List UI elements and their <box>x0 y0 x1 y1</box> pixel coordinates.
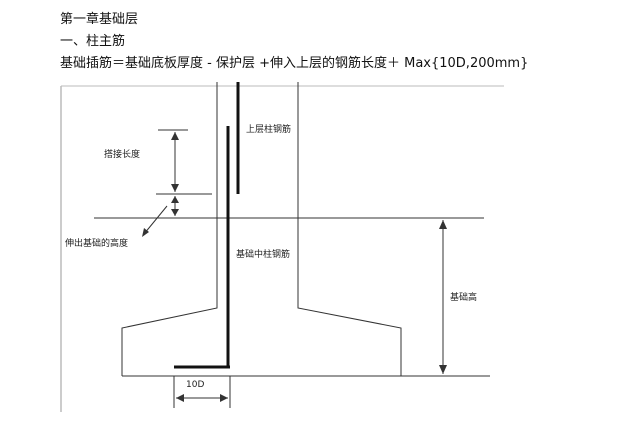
label-ten-d: 10D <box>186 380 204 390</box>
formula-text: 基础插筋＝基础底板厚度 - 保护层 +伸入上层的钢筋长度＋ Max{10D,20… <box>60 56 529 71</box>
label-foundation-column-rebar: 基础中柱钢筋 <box>236 248 290 260</box>
foundation-outline-left <box>121 82 218 376</box>
foundation-rebar-diagram: 上层柱钢筋 搭接长度 伸出基础的高度 基础中柱钢筋 基础高 10D <box>60 82 504 412</box>
label-upper-column-rebar: 上层柱钢筋 <box>246 123 291 135</box>
label-foundation-height: 基础高 <box>450 291 477 303</box>
foundation-outline-right <box>297 82 402 376</box>
section-title: 一、柱主筋 <box>60 34 126 49</box>
chapter-title: 第一章基础层 <box>60 12 139 27</box>
label-protrusion-height: 伸出基础的高度 <box>65 237 128 249</box>
label-lap-length: 搭接长度 <box>104 148 140 160</box>
